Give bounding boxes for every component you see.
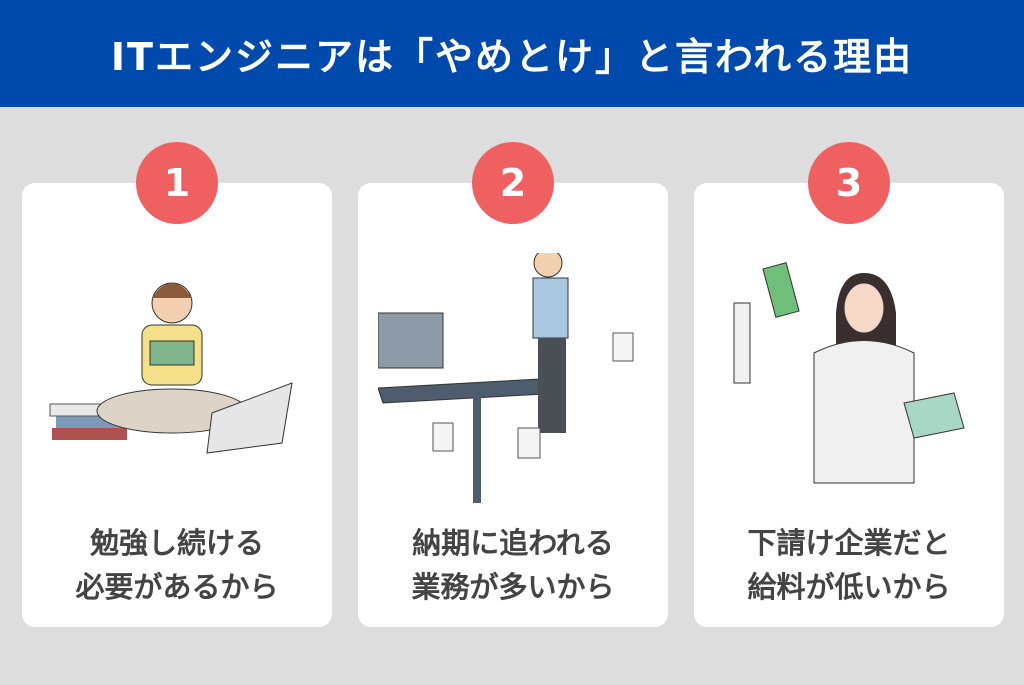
reason-caption: 勉強し続ける 必要があるから (22, 521, 332, 609)
reason-caption: 納期に追われる 業務が多いから (358, 521, 668, 609)
caption-line-2: 業務が多いから (411, 570, 615, 604)
woman-with-money-envelope-icon (733, 262, 965, 484)
caption-line-1: 勉強し続ける (89, 526, 264, 560)
number-badge: 3 (808, 142, 890, 224)
page-title: ITエンジニアは「やめとけ」と言われる理由 (110, 35, 914, 79)
reason-caption: 下請け企業だと 給料が低いから (694, 521, 1004, 609)
header-banner: ITエンジニアは「やめとけ」と言われる理由 (0, 0, 1024, 107)
reason-card-2: 2 納期に追われる 業務が多いから (358, 142, 668, 627)
man-reading-books-icon (49, 282, 293, 454)
number-badge: 1 (136, 142, 218, 224)
stressed-man-desk-papers-icon (378, 253, 634, 503)
caption-line-1: 下請け企業だと (747, 526, 951, 560)
number-badge: 2 (472, 142, 554, 224)
caption-line-1: 納期に追われる (412, 526, 614, 560)
caption-line-2: 必要があるから (75, 570, 279, 604)
reason-card-3: 3 下請け企業だと 給料が低いから (694, 142, 1004, 627)
caption-line-2: 給料が低いから (747, 570, 951, 604)
reason-card-1: 1 勉強し続ける 必要があるから (22, 142, 332, 627)
